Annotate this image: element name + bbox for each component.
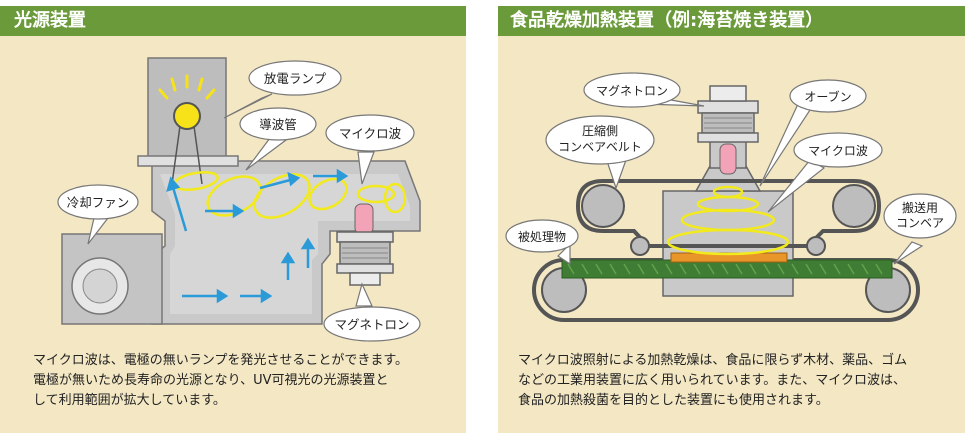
object-callout — [505, 219, 579, 253]
conveyor-callout — [883, 193, 957, 239]
fan-callout — [57, 184, 139, 220]
oven-callout — [789, 79, 867, 113]
fan-label: 冷却ファン — [67, 195, 130, 210]
magnetron-label: マグネトロン — [334, 317, 409, 332]
discharge-lamp — [173, 102, 201, 130]
waveguide-label: 導波管 — [259, 117, 297, 132]
magnetron-callout — [583, 72, 681, 108]
description-line: マイクロ波照射による加熱乾燥は、食品に限らず木材、薬品、ゴム — [518, 353, 908, 368]
light-source-diagram: 放電ランプ 導波管 マイクロ波 冷却ファン マグネトロン — [57, 57, 421, 342]
microwave-label: マイクロ波 — [808, 144, 868, 158]
conveyor-label-line2: コンベア — [896, 216, 944, 230]
product-belt — [561, 259, 893, 279]
panel-title: 食品乾燥加熱装置（例:海苔焼き装置） — [498, 6, 965, 36]
magnetron-label: マグネトロン — [596, 84, 668, 98]
waveguide-callout — [239, 107, 317, 141]
description-line: して利用範囲が拡大しています。 — [33, 393, 226, 408]
belt-callout — [545, 115, 655, 165]
food-dryer-panel: 食品乾燥加熱装置（例:海苔焼き装置） — [498, 6, 965, 433]
airflow-arrows — [166, 168, 349, 304]
magnetron-left — [336, 203, 394, 286]
light-source-panel: 光源装置 — [0, 6, 466, 433]
description-line: などの工業用装置に広く用いられています。また、マイクロ波は、 — [518, 373, 907, 388]
magnetron-right — [697, 85, 759, 175]
belt-label-line1: 圧縮側 — [582, 123, 618, 138]
microwave-label: マイクロ波 — [339, 126, 402, 141]
description: マイクロ波は、電極の無いランプを発光させることができます。 電極が無いため長寿命… — [33, 351, 463, 411]
lamp-callout — [248, 60, 342, 96]
microwave-pattern — [666, 185, 790, 256]
food-dryer-diagram: マグネトロン オーブン 圧縮側 コンベアベルト マイクロ波 被処理物 搬送用 コ… — [505, 72, 957, 322]
microwave-callout — [325, 114, 415, 152]
conveyor-label-line1: 搬送用 — [902, 200, 938, 215]
oven-label: オーブン — [804, 89, 851, 104]
magnetron-callout — [323, 306, 421, 342]
description: マイクロ波照射による加熱乾燥は、食品に限らず木材、薬品、ゴム などの工業用装置に… — [518, 351, 958, 411]
microwave-callout — [793, 132, 883, 168]
description-line: 食品の加熱殺菌を目的とした装置にも使用されます。 — [518, 393, 829, 408]
description-line: マイクロ波は、電極の無いランプを発光させることができます。 — [33, 353, 409, 368]
lamp-flange — [137, 155, 239, 167]
belt-label-line2: コンベアベルト — [558, 140, 642, 154]
panel-title: 光源装置 — [0, 6, 466, 36]
lamp-icon — [158, 74, 216, 100]
lamp-label: 放電ランプ — [264, 71, 327, 86]
object-label: 被処理物 — [518, 230, 566, 244]
description-line: 電極が無いため長寿命の光源となり、UV可視光の光源装置と — [33, 373, 389, 388]
